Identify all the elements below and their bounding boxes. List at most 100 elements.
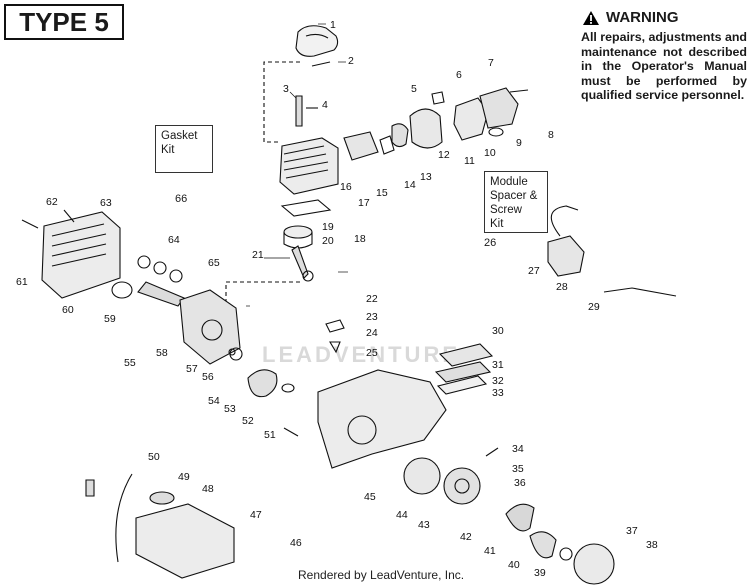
part-39-shape bbox=[559, 547, 573, 561]
part-17-shape bbox=[280, 199, 332, 217]
part-number-20: 20 bbox=[322, 235, 334, 247]
part-23-shape bbox=[325, 319, 345, 333]
part-number-28: 28 bbox=[556, 281, 568, 293]
part-3-shape bbox=[295, 95, 303, 127]
part-1-shape bbox=[295, 25, 339, 57]
type-label: TYPE 5 bbox=[4, 4, 124, 40]
part-25-shape bbox=[329, 341, 341, 354]
warning-triangle-icon bbox=[583, 10, 599, 25]
part-number-23: 23 bbox=[366, 311, 378, 323]
part-41-shape bbox=[505, 503, 535, 532]
watermark: LEADVENTURE bbox=[262, 342, 461, 367]
part-number-12: 12 bbox=[438, 149, 450, 161]
part-number-52: 52 bbox=[242, 415, 254, 427]
module-kit-box: Module Spacer & Screw Kit bbox=[484, 171, 548, 233]
part-number-57: 57 bbox=[186, 363, 198, 375]
part-63-shape bbox=[63, 209, 75, 223]
part-31-shape bbox=[438, 343, 494, 367]
part-49-shape bbox=[115, 473, 133, 563]
part-number-44: 44 bbox=[396, 509, 408, 521]
part-number-46: 46 bbox=[290, 537, 302, 549]
part-number-10: 10 bbox=[484, 147, 496, 159]
part-2-shape bbox=[311, 61, 331, 67]
part-number-34: 34 bbox=[512, 443, 524, 455]
part-number-35: 35 bbox=[512, 463, 524, 475]
part-number-39: 39 bbox=[534, 567, 546, 579]
part-34-shape bbox=[485, 447, 499, 457]
part-number-51: 51 bbox=[264, 429, 276, 441]
part-number-40: 40 bbox=[508, 559, 520, 571]
gasket-kit-box: Gasket Kit bbox=[155, 125, 213, 173]
part-number-27: 27 bbox=[528, 265, 540, 277]
part-40-shape bbox=[529, 531, 557, 559]
part-number-14: 14 bbox=[404, 179, 416, 191]
part-number-19: 19 bbox=[322, 221, 334, 233]
part-33-shape bbox=[436, 375, 488, 395]
part-45-pulley bbox=[403, 457, 441, 495]
part-number-42: 42 bbox=[460, 531, 472, 543]
warning-title: WARNING bbox=[606, 9, 679, 26]
part-61-shape bbox=[41, 211, 121, 299]
part-1-detail bbox=[305, 33, 329, 39]
part-number-9: 9 bbox=[516, 137, 522, 149]
part-48-shape bbox=[149, 491, 175, 505]
part-16-fins bbox=[283, 145, 329, 179]
module-kit-number: 26 bbox=[484, 237, 497, 249]
part-number-50: 50 bbox=[148, 451, 160, 463]
module-kit-label: Module Spacer & Screw Kit bbox=[490, 176, 538, 230]
part-number-3: 3 bbox=[283, 83, 289, 95]
part-29-shape bbox=[603, 287, 677, 297]
part-number-5: 5 bbox=[411, 83, 417, 95]
part-number-54: 54 bbox=[208, 395, 220, 407]
part-number-48: 48 bbox=[202, 483, 214, 495]
part-number-64: 64 bbox=[168, 234, 180, 246]
assembly-link-crank bbox=[225, 281, 300, 304]
part-45-housing bbox=[317, 369, 447, 469]
part-number-59: 59 bbox=[104, 313, 116, 325]
part-9-shape bbox=[488, 127, 504, 137]
part-51-shape bbox=[283, 427, 299, 437]
gasket-kit-number: 66 bbox=[175, 193, 188, 205]
part-5-shape bbox=[431, 91, 445, 105]
part-number-65: 65 bbox=[208, 257, 220, 269]
part-58-bore bbox=[201, 319, 223, 341]
part-number-17: 17 bbox=[358, 197, 370, 209]
part-47-shape bbox=[135, 503, 235, 579]
part-number-30: 30 bbox=[492, 325, 504, 337]
part-number-18: 18 bbox=[354, 233, 366, 245]
part-27-shape bbox=[547, 235, 585, 277]
part-number-11: 11 bbox=[464, 155, 475, 167]
part-number-22: 22 bbox=[366, 293, 378, 305]
part-number-33: 33 bbox=[492, 387, 504, 399]
part-number-58: 58 bbox=[156, 347, 168, 359]
part-number-31: 31 bbox=[492, 359, 504, 371]
part-number-63: 63 bbox=[100, 197, 112, 209]
part-38-shape bbox=[573, 543, 615, 585]
part-number-49: 49 bbox=[178, 471, 190, 483]
part-number-16: 16 bbox=[340, 181, 352, 193]
part-number-15: 15 bbox=[376, 187, 388, 199]
part-number-24: 24 bbox=[366, 327, 378, 339]
part-11-shape bbox=[409, 108, 443, 149]
part-21-bearing bbox=[302, 270, 314, 282]
part-60-shape bbox=[111, 281, 133, 299]
part-65-shape bbox=[169, 269, 183, 283]
part-44-hub bbox=[454, 478, 470, 494]
part-number-43: 43 bbox=[418, 519, 430, 531]
part-number-8: 8 bbox=[548, 129, 554, 141]
part-64-shape bbox=[137, 255, 151, 269]
part-50-shape bbox=[85, 479, 95, 497]
part-number-1: 1 bbox=[330, 19, 336, 31]
part-number-25: 25 bbox=[366, 347, 378, 359]
part-18-shape bbox=[283, 225, 313, 239]
part-64b-shape bbox=[153, 261, 167, 275]
part-61-slots bbox=[51, 223, 107, 267]
part-57-shape bbox=[228, 348, 236, 356]
part-62-shape bbox=[21, 219, 39, 229]
part-58-shape bbox=[179, 289, 241, 365]
part-59-shape bbox=[137, 281, 185, 307]
part-number-45: 45 bbox=[364, 491, 376, 503]
part-number-47: 47 bbox=[250, 509, 262, 521]
